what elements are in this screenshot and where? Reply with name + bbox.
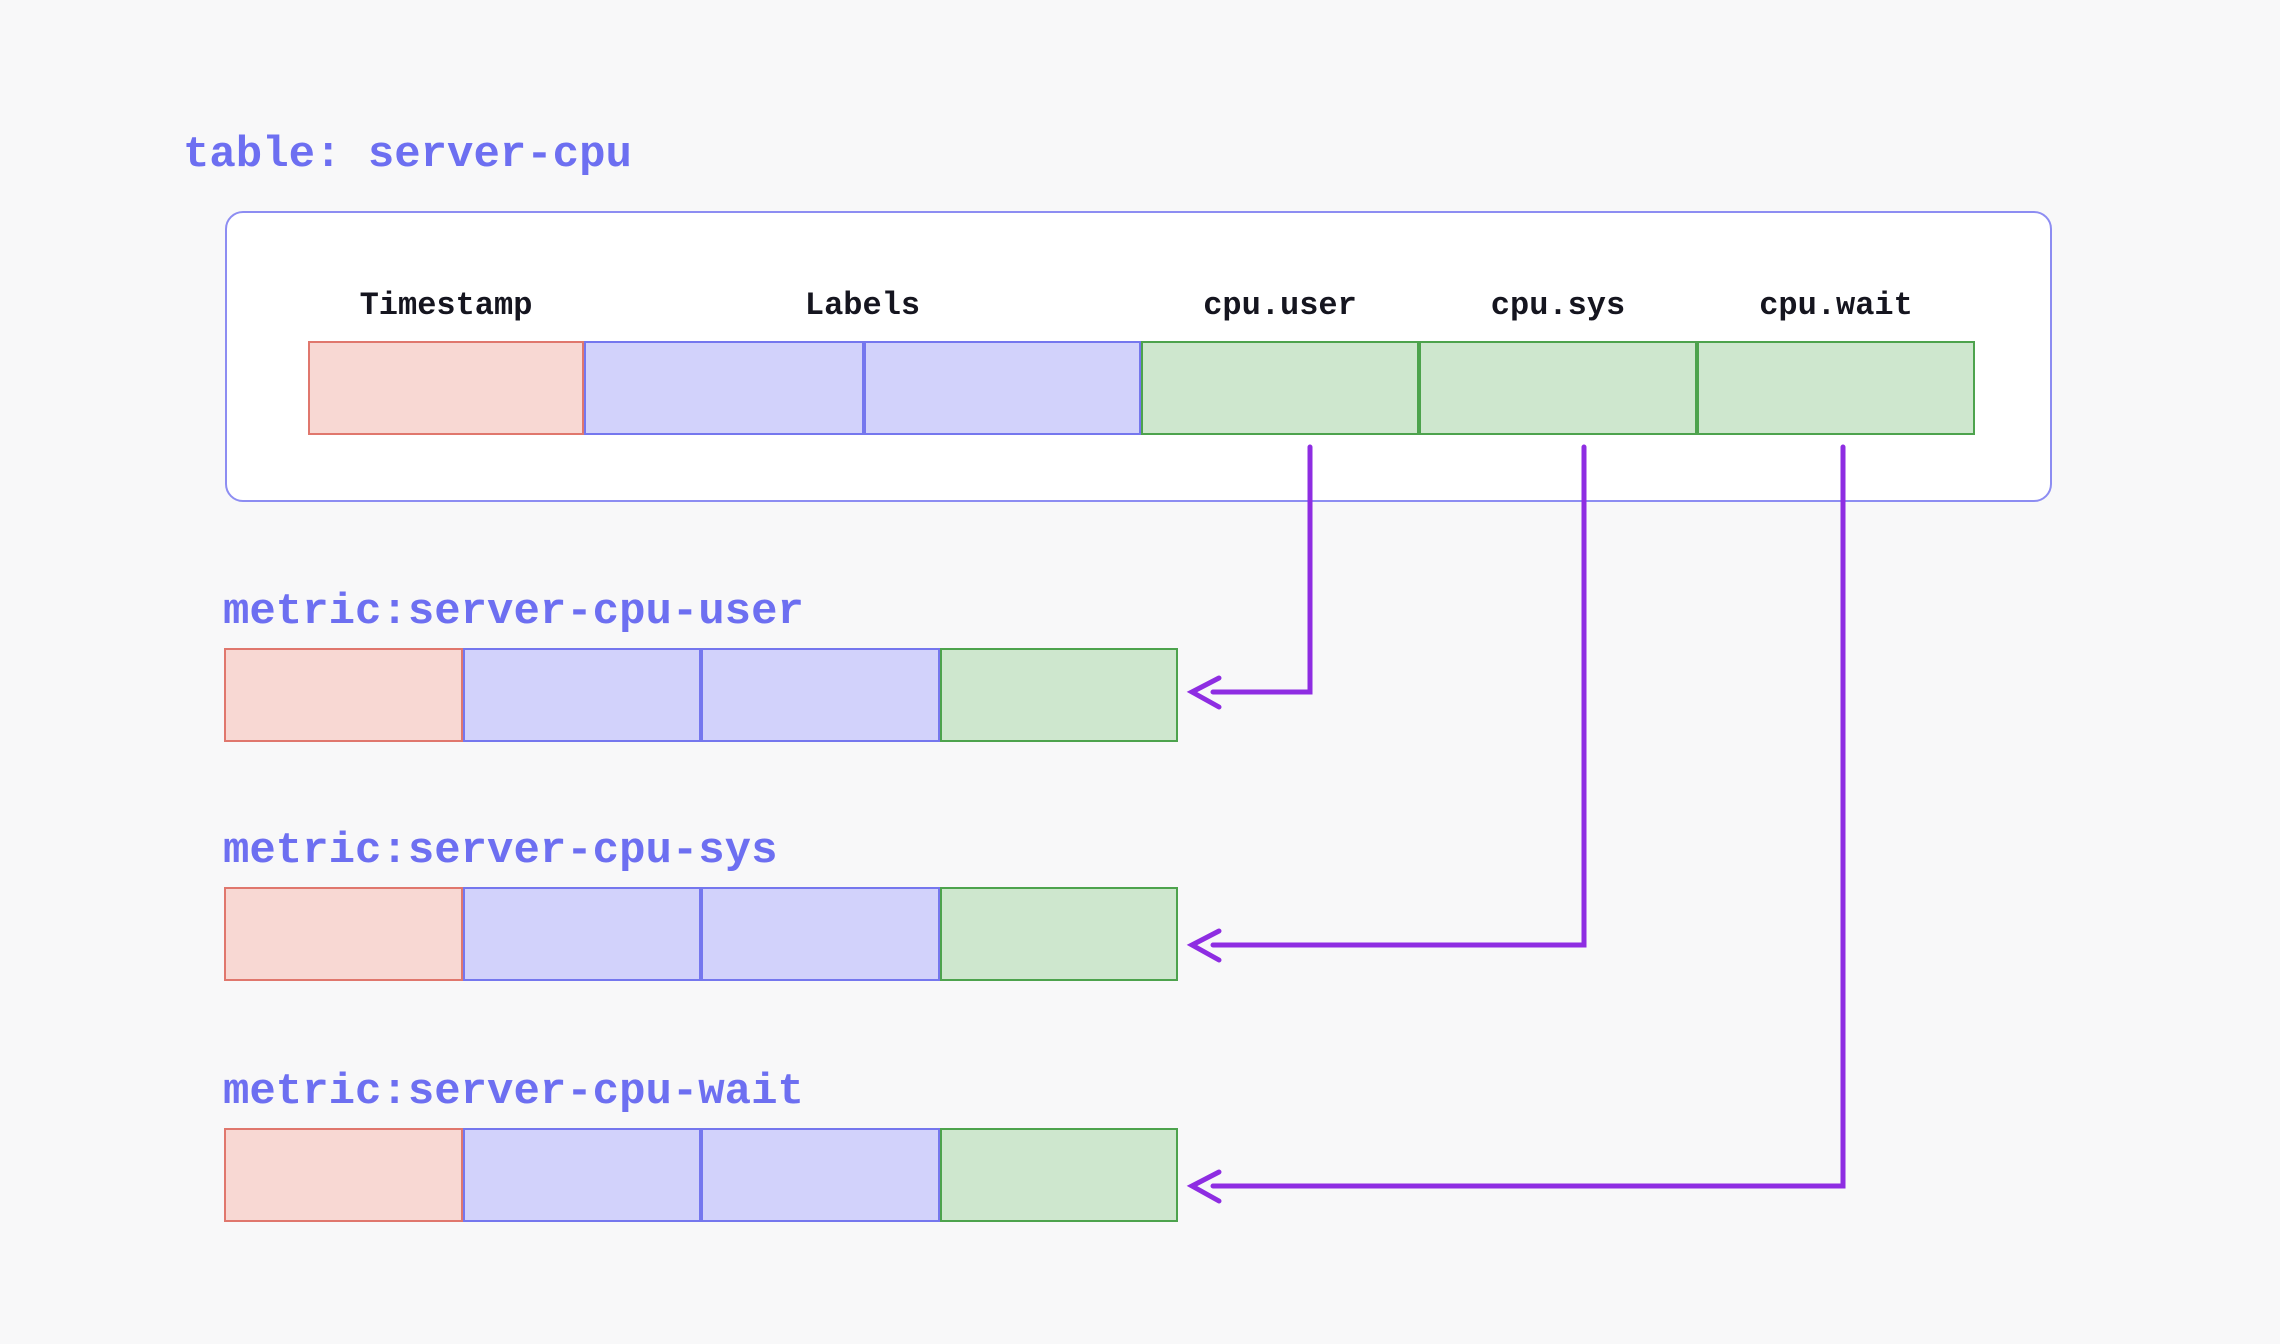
metric-labels-cell-1 [463,1128,701,1222]
metric-label-cpu-sys: metric:server-cpu-sys [223,826,778,876]
table-container: Timestamp Labels cpu.user cpu.sys cpu.wa… [225,211,2052,502]
metric-labels-cell-1 [463,648,701,742]
metric-row-cpu-user [224,648,1178,742]
timestamp-cell [308,341,584,435]
labels-cell-2 [864,341,1141,435]
column-header-timestamp: Timestamp [359,287,533,324]
metric-value-cell [940,887,1178,981]
metric-timestamp-cell [224,1128,463,1222]
metric-label-cpu-wait: metric:server-cpu-wait [223,1067,804,1117]
arrow-cpu-sys-to-metric [1186,444,1587,963]
metric-labels-cell-1 [463,887,701,981]
metric-labels-cell-2 [701,887,940,981]
arrow-cpu-wait-to-metric [1186,444,1846,1204]
column-header-cpu-user: cpu.user [1203,287,1357,324]
metric-labels-cell-2 [701,648,940,742]
arrowhead-left-icon [1186,1169,1222,1204]
field-cell-cpu-sys [1419,341,1697,435]
metric-value-cell [940,648,1178,742]
metric-row-cpu-wait [224,1128,1178,1222]
labels-cell-1 [584,341,864,435]
metric-timestamp-cell [224,648,463,742]
column-header-cpu-wait: cpu.wait [1759,287,1913,324]
metric-label-cpu-user: metric:server-cpu-user [223,587,804,637]
metric-value-cell [940,1128,1178,1222]
field-cell-cpu-wait [1697,341,1975,435]
column-header-cpu-sys: cpu.sys [1490,287,1626,324]
column-header-labels: Labels [804,287,921,324]
metric-timestamp-cell [224,887,463,981]
arrowhead-left-icon [1186,675,1222,710]
metric-row-cpu-sys [224,887,1178,981]
table-title: table: server-cpu [183,130,632,180]
metric-labels-cell-2 [701,1128,940,1222]
field-cell-cpu-user [1141,341,1419,435]
arrowhead-left-icon [1186,928,1222,963]
